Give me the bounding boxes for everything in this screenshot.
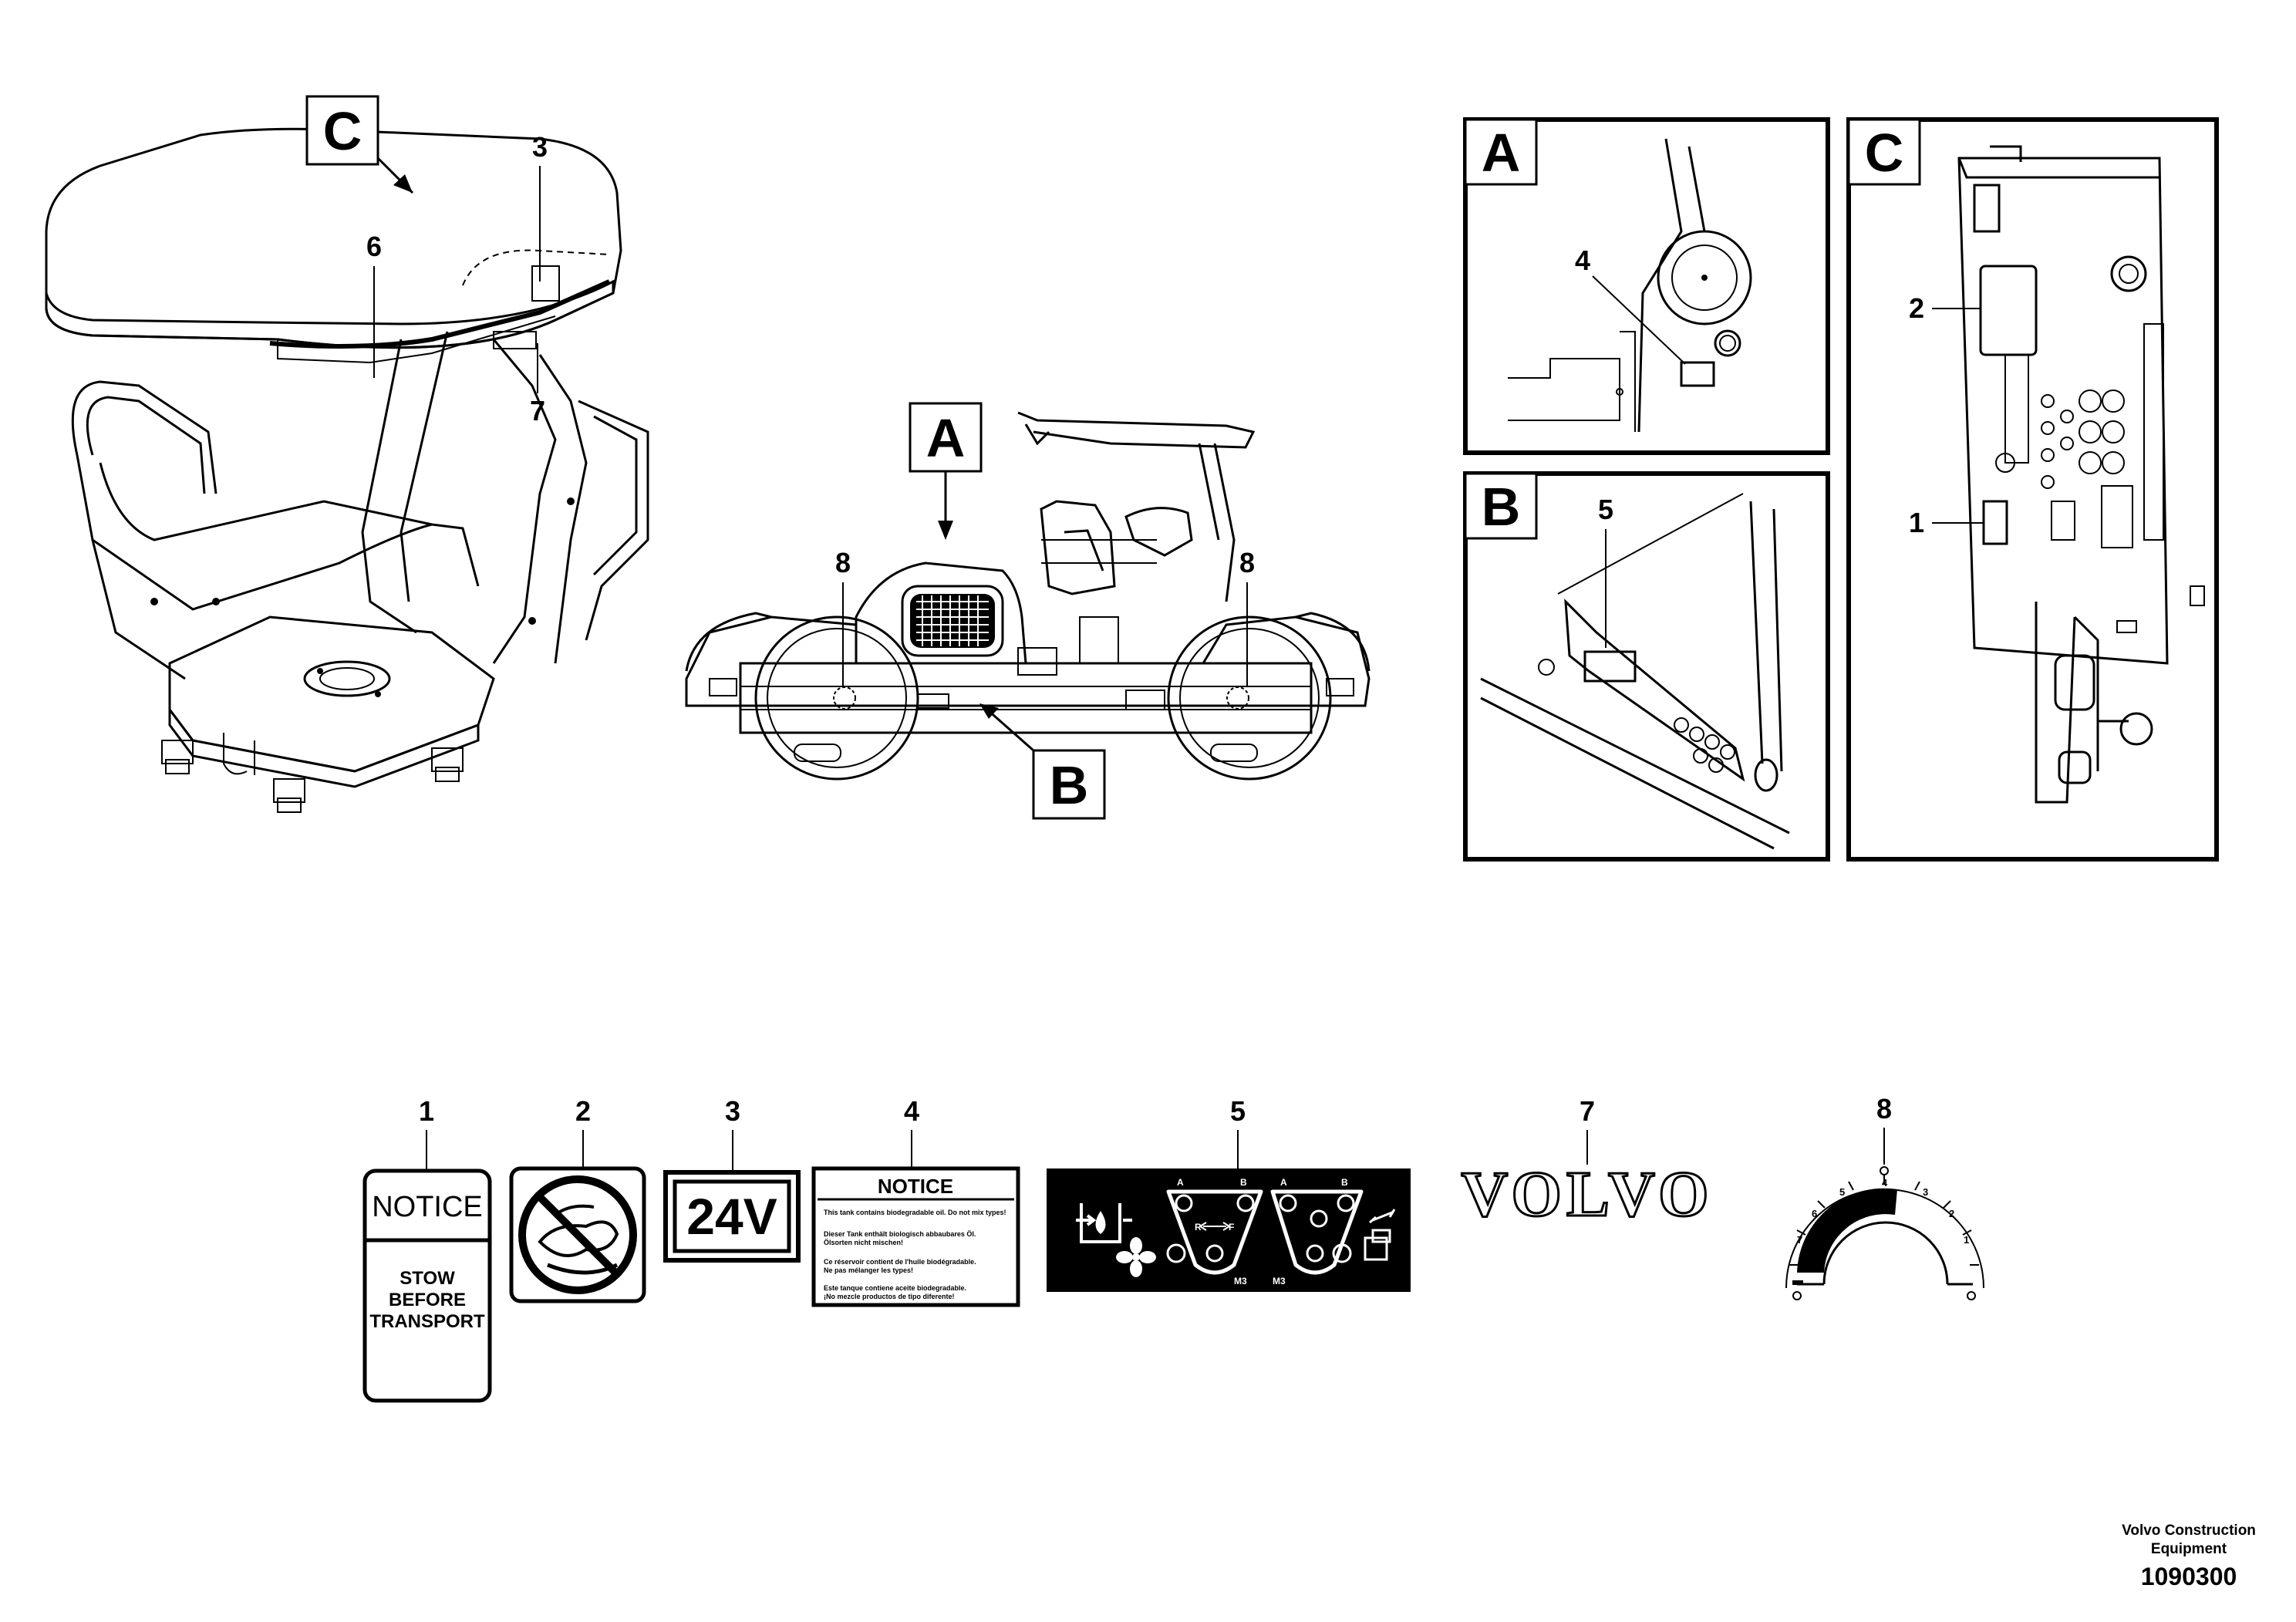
- drawing-footer: Volvo Construction Equipment 1090300: [2122, 1523, 2256, 1590]
- decal-3-number: 3: [725, 1095, 740, 1127]
- decal-8-scale-5: 5: [1839, 1186, 1845, 1198]
- callout-5: 5: [1598, 494, 1613, 648]
- svg-text:3: 3: [532, 131, 548, 163]
- svg-text:8: 8: [835, 547, 851, 578]
- svg-text:5: 5: [1598, 494, 1613, 525]
- decal-4-line-5: Ne pas mélanger les types!: [824, 1266, 913, 1274]
- decal-8-scale-7: 7: [1797, 1234, 1802, 1246]
- footer-drawing-number: 1090300: [2141, 1563, 2237, 1590]
- hydraulic-oil-icon: [1076, 1203, 1132, 1243]
- svg-text:6: 6: [366, 231, 382, 262]
- svg-text:4: 4: [1575, 244, 1590, 276]
- decal-5-a-label-left: A: [1177, 1177, 1184, 1188]
- decal-3-24v: 3 24V: [663, 1095, 801, 1263]
- decal-5-m3-label-left: M3: [1234, 1276, 1247, 1286]
- detail-view-a-title: A: [1482, 123, 1521, 183]
- detail-view-c: C: [1846, 117, 2219, 862]
- svg-text:1: 1: [1909, 507, 1924, 538]
- decal-1-header: NOTICE: [372, 1191, 483, 1223]
- decal-5-m3-label-right: M3: [1273, 1276, 1286, 1286]
- callout-6: 6: [366, 231, 382, 378]
- roller-machine-view: [685, 411, 1371, 781]
- callout-8-front: 8: [835, 547, 851, 686]
- decal-5-r-label: R: [1195, 1222, 1202, 1233]
- footer-company-line-2: Equipment: [2151, 1541, 2227, 1557]
- decal-1-stow-notice: 1 NOTICE STOW BEFORE TRANSPORT: [362, 1095, 492, 1403]
- decal-1-line-2: BEFORE: [389, 1290, 466, 1310]
- decal-4-line-1: This tank contains biodegradable oil. Do…: [824, 1209, 1006, 1216]
- decal-5-f-label: F: [1229, 1222, 1234, 1233]
- view-marker-b-label: B: [1050, 755, 1089, 815]
- callout-2: 2: [1909, 292, 1981, 324]
- decal-5-a-label-right: A: [1280, 1177, 1287, 1188]
- vibration-icon: [1364, 1209, 1396, 1261]
- callout-3: 3: [532, 131, 548, 282]
- detail-view-b-title: B: [1482, 477, 1521, 537]
- decal-8-number: 8: [1876, 1093, 1892, 1125]
- decal-3-text: 24V: [686, 1188, 777, 1245]
- decal-4-line-2: Dieser Tank enthält biologisch abbaubare…: [824, 1230, 976, 1238]
- decal-8-scale-6: 6: [1812, 1208, 1817, 1219]
- callout-8-rear: 8: [1239, 547, 1255, 686]
- decal-4-header: NOTICE: [878, 1175, 953, 1198]
- view-marker-a: A: [909, 402, 983, 540]
- footer-company-line-1: Volvo Construction: [2122, 1523, 2256, 1539]
- decal-1-line-1: STOW: [400, 1268, 455, 1289]
- decal-4-line-3: Ölsorten nicht mischen!: [824, 1239, 903, 1246]
- decal-4-line-6: Este tanque contiene aceite biodegradabl…: [824, 1284, 966, 1292]
- callout-7: 7: [530, 343, 545, 427]
- decal-4-number: 4: [904, 1095, 919, 1127]
- decal-5-b-label-left: B: [1240, 1177, 1247, 1188]
- detail-view-c-title: C: [1865, 123, 1904, 183]
- decal-7-number: 7: [1580, 1095, 1595, 1127]
- decal-2-number: 2: [575, 1095, 591, 1127]
- decal-7-volvo-logo: 7 VOLVO: [1460, 1095, 1714, 1232]
- svg-text:7: 7: [530, 395, 545, 427]
- decal-8-vibration-scale: 8 7 6 5 4 3 2 1: [1785, 1093, 1984, 1300]
- svg-text:8: 8: [1239, 547, 1255, 578]
- decal-8-scale-2: 2: [1949, 1208, 1954, 1219]
- canopy-assembly-view: [45, 127, 649, 813]
- detail-view-b: B: [1463, 471, 1830, 862]
- decal-7-text: VOLVO: [1462, 1158, 1714, 1230]
- decal-5-hydraulic-valve-symbols: 5 R F A B M3: [1047, 1095, 1411, 1292]
- decal-4-biodegradable-oil-notice: 4 NOTICE This tank contains biodegradabl…: [811, 1095, 1020, 1307]
- decal-5-number: 5: [1230, 1095, 1246, 1127]
- decal-2-no-steam-cleaning: 2: [509, 1095, 646, 1303]
- callout-1: 1: [1909, 507, 1984, 538]
- view-marker-a-label: A: [926, 408, 966, 468]
- fan-icon: [1116, 1237, 1156, 1277]
- decal-8-scale-4: 4: [1882, 1177, 1888, 1189]
- decal-4-line-4: Ce réservoir contient de l'huile biodégr…: [824, 1258, 976, 1266]
- view-marker-b: B: [979, 703, 1106, 820]
- view-marker-c-label: C: [323, 101, 362, 161]
- view-marker-c: C: [305, 95, 414, 194]
- decal-4-line-7: ¡No mezcle productos de tipo diferente!: [824, 1293, 955, 1300]
- callout-4: 4: [1575, 244, 1686, 365]
- decal-8-scale-3: 3: [1923, 1186, 1928, 1198]
- decal-8-scale-1: 1: [1964, 1234, 1969, 1246]
- decal-5-b-label-right: B: [1341, 1177, 1348, 1188]
- decal-1-number: 1: [419, 1095, 434, 1127]
- detail-view-a: A: [1463, 117, 1830, 455]
- decal-1-line-3: TRANSPORT: [369, 1311, 485, 1332]
- svg-text:2: 2: [1909, 292, 1924, 324]
